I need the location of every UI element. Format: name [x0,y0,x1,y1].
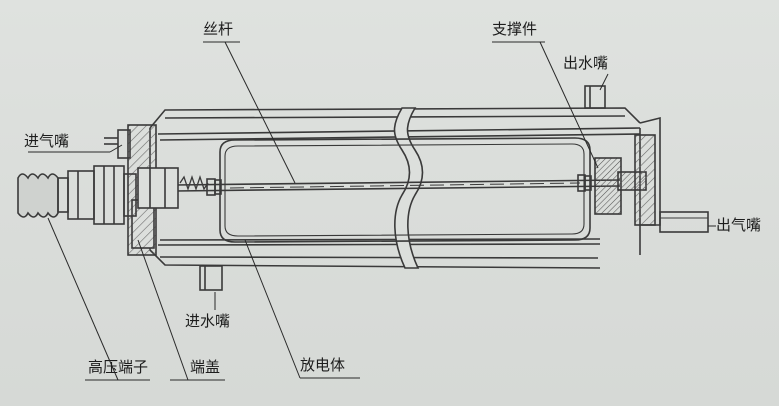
label-gas-inlet: 进气嘴 [24,132,70,150]
end-cap [127,124,179,256]
label-end-cap: 端盖 [190,358,221,376]
gas-inlet-nozzle [104,129,131,159]
water-outlet-nozzle [584,85,606,109]
label-hv-terminal: 高压端子 [88,358,149,376]
gas-outlet-nozzle [659,211,709,233]
screw-rod [174,174,621,196]
water-inlet-nozzle [199,265,223,291]
label-discharge-body: 放电体 [300,356,346,374]
label-water-inlet: 进水嘴 [185,312,231,330]
discharge-body [219,137,591,243]
leader-lines [28,41,716,381]
label-gas-outlet: 出气嘴 [716,216,762,234]
label-support: 支撑件 [492,20,538,38]
high-voltage-terminal [17,165,137,225]
label-water-outlet: 出水嘴 [563,54,609,72]
label-screw-rod: 丝杆 [203,20,234,38]
support-part [594,134,656,226]
